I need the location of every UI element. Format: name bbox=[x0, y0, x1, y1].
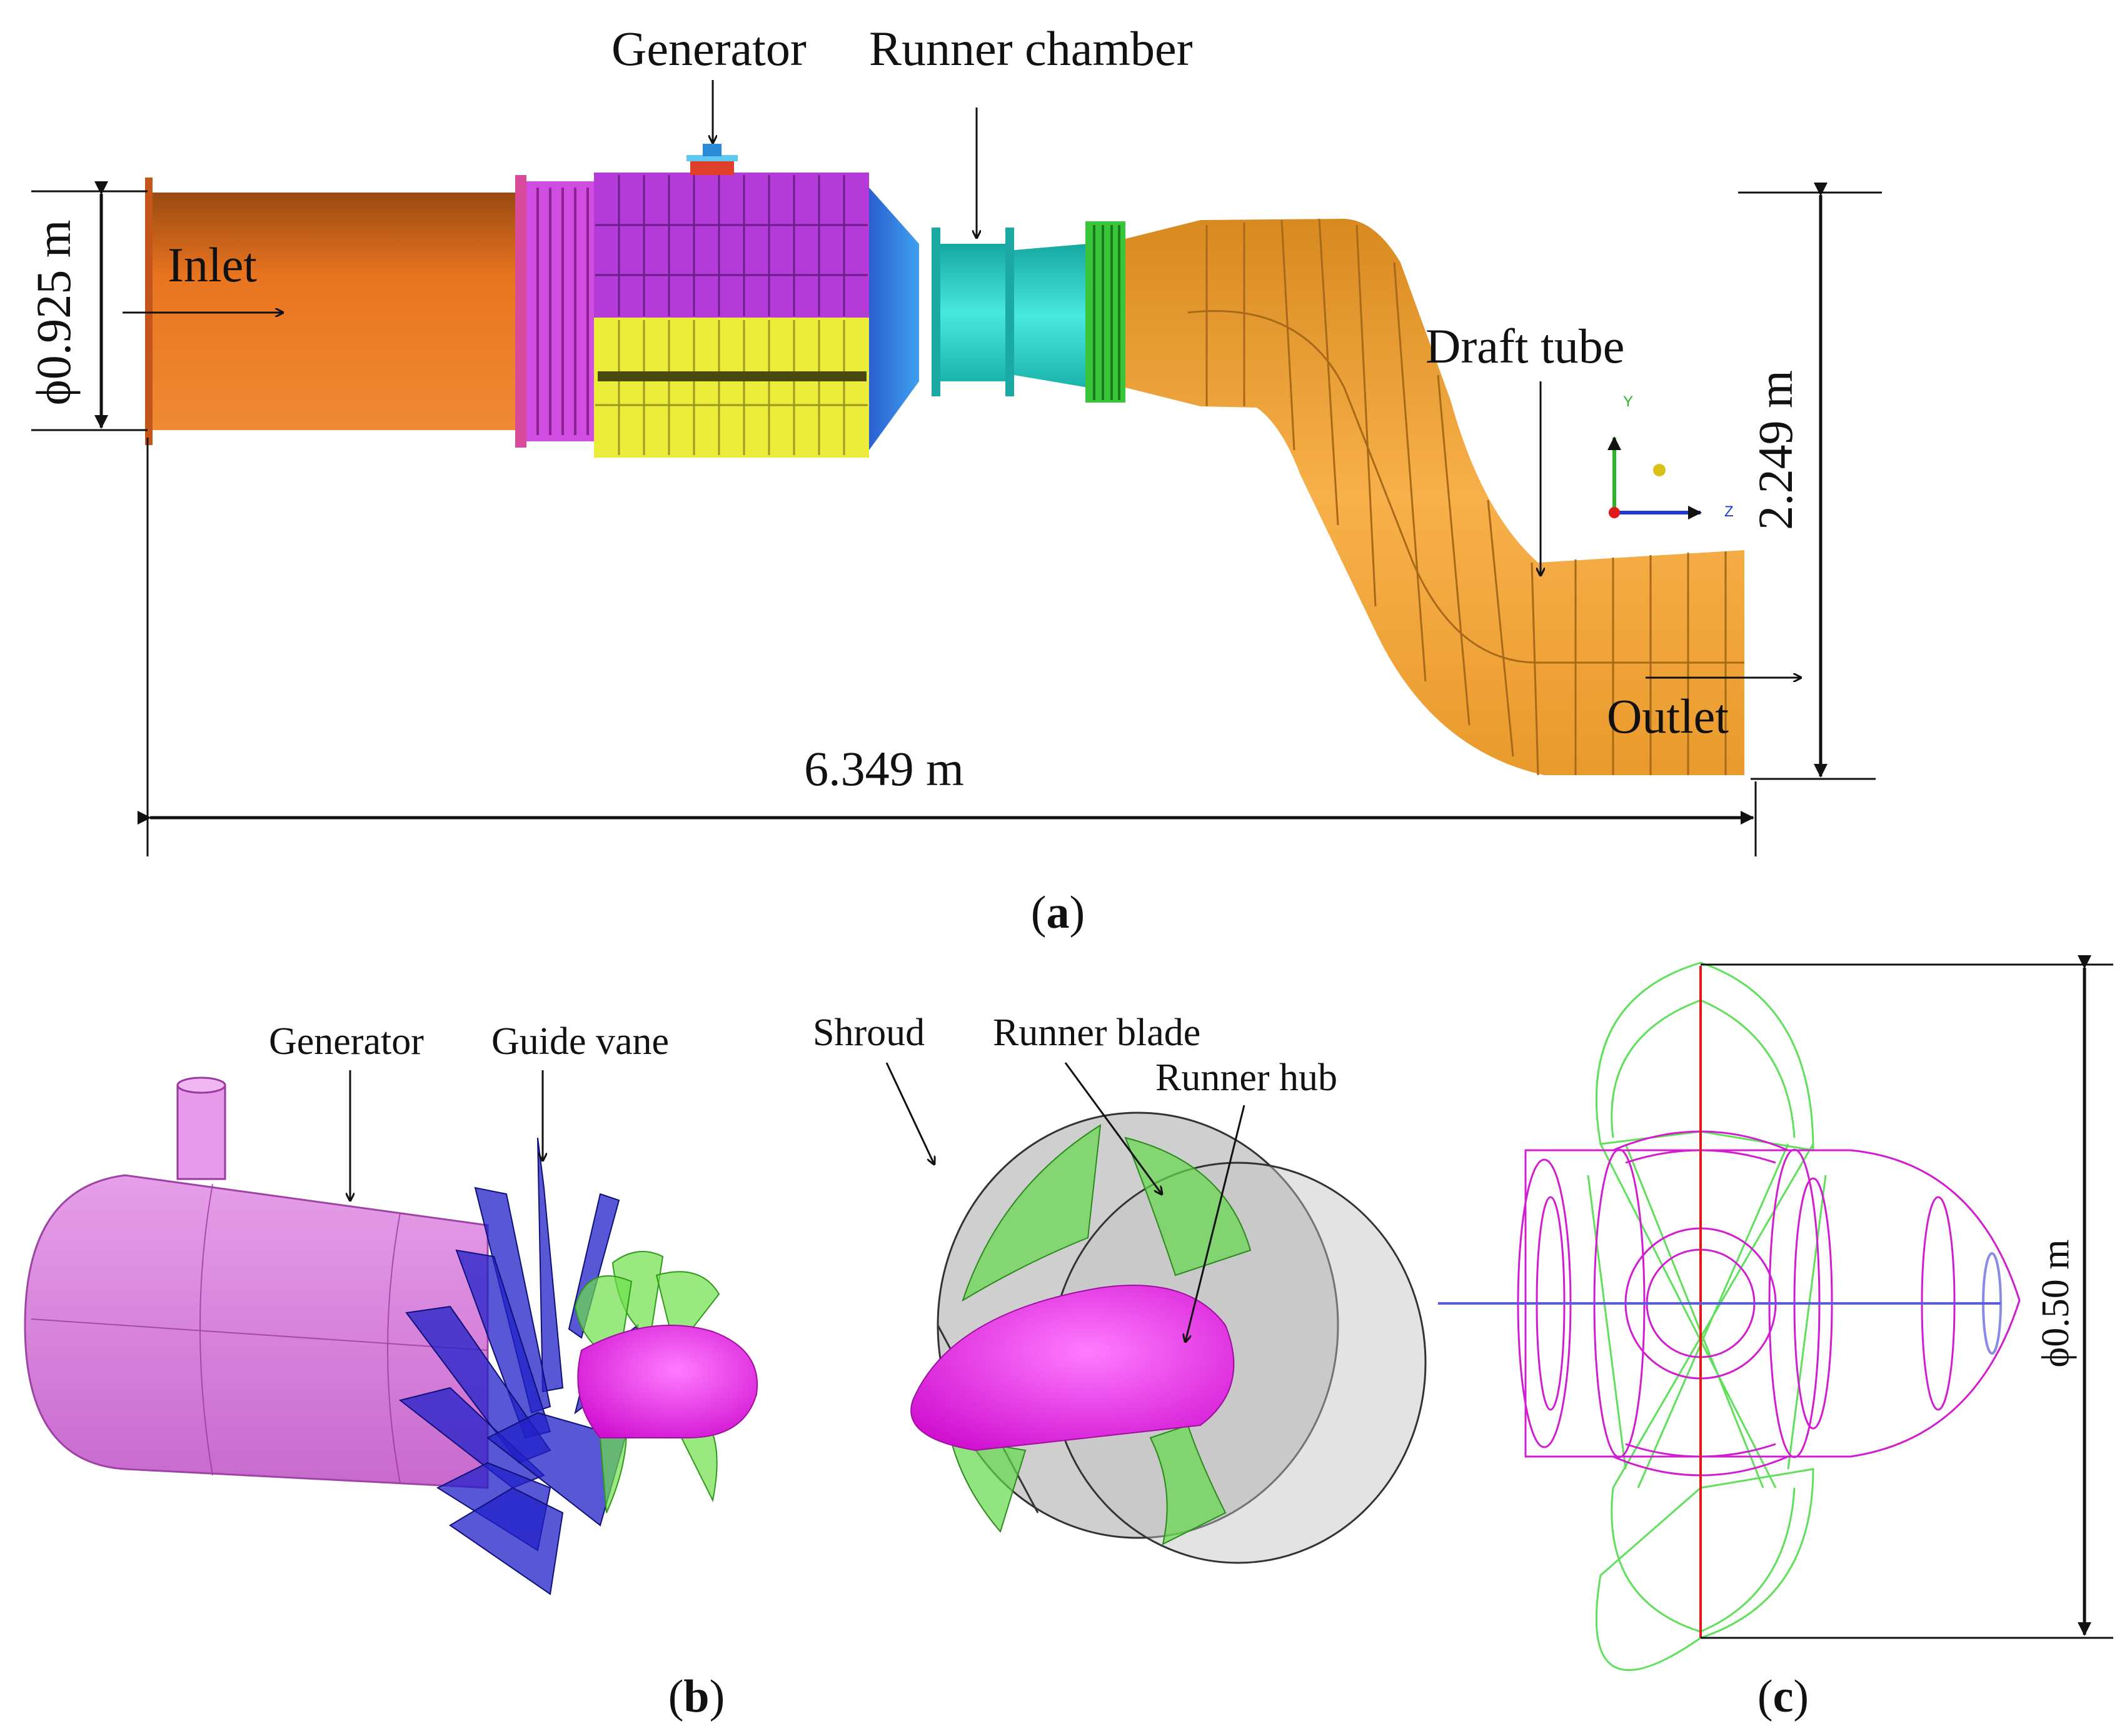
caption-a: (a) bbox=[1031, 887, 1085, 938]
label-shroud: Shroud bbox=[813, 1011, 925, 1054]
dim-inlet-diameter: ϕ0.925 m bbox=[26, 220, 81, 406]
dimension-runner-diameter: ϕ0.50 m bbox=[1701, 955, 2113, 1639]
caption-b: (b) bbox=[668, 1671, 725, 1722]
dimension-inlet-diameter: ϕ0.925 m bbox=[26, 181, 148, 431]
arrow-runner-hub bbox=[1185, 1105, 1245, 1342]
dimension-height: 2.249 m bbox=[1738, 183, 1882, 780]
label-runner-chamber: Runner chamber bbox=[869, 21, 1193, 76]
dimension-length: 6.349 m bbox=[138, 438, 1757, 856]
generator-casing bbox=[594, 173, 869, 458]
label-guide-vane: Guide vane bbox=[491, 1020, 669, 1063]
axis-triad: Y Z bbox=[1607, 393, 1734, 520]
arrow-runner-blade bbox=[1064, 1062, 1162, 1194]
inlet-pipe bbox=[145, 175, 526, 448]
draft-tube bbox=[1125, 218, 1744, 776]
dim-height: 2.249 m bbox=[1748, 370, 1803, 530]
label-draft-tube: Draft tube bbox=[1426, 319, 1624, 373]
runner-wireframe-blades bbox=[1587, 961, 1827, 1671]
guide-vanes bbox=[398, 1137, 639, 1595]
axis-z-label: Z bbox=[1724, 503, 1734, 520]
panel-c: ϕ0.50 m (c) bbox=[1438, 955, 2113, 1722]
dim-length: 6.349 m bbox=[804, 741, 964, 796]
shroud-assembly bbox=[910, 1111, 1427, 1564]
generator-stem bbox=[686, 144, 738, 175]
label-outlet: Outlet bbox=[1607, 689, 1729, 743]
dim-runner-diameter: ϕ0.50 m bbox=[2034, 1240, 2077, 1368]
label-generator-b: Generator bbox=[269, 1020, 424, 1063]
label-runner-blade: Runner blade bbox=[993, 1011, 1200, 1054]
label-generator-a: Generator bbox=[611, 21, 807, 76]
runner-hub-b bbox=[577, 1325, 758, 1438]
panel-b: Generator Guide vane Shroud Runner blade… bbox=[24, 1011, 1427, 1722]
arrow-shroud bbox=[885, 1062, 934, 1164]
label-runner-hub: Runner hub bbox=[1155, 1056, 1337, 1099]
panel-a: Y Z Generator Runner chamber Inlet Draft… bbox=[26, 21, 1882, 938]
flange-section bbox=[526, 181, 595, 441]
runner-chamber bbox=[932, 228, 1088, 396]
transition-cone bbox=[869, 188, 919, 450]
generator-bulb bbox=[24, 1076, 489, 1489]
label-inlet: Inlet bbox=[168, 238, 257, 292]
green-flange bbox=[1085, 221, 1125, 403]
caption-c: (c) bbox=[1757, 1671, 1809, 1722]
axis-y-label: Y bbox=[1623, 393, 1633, 410]
